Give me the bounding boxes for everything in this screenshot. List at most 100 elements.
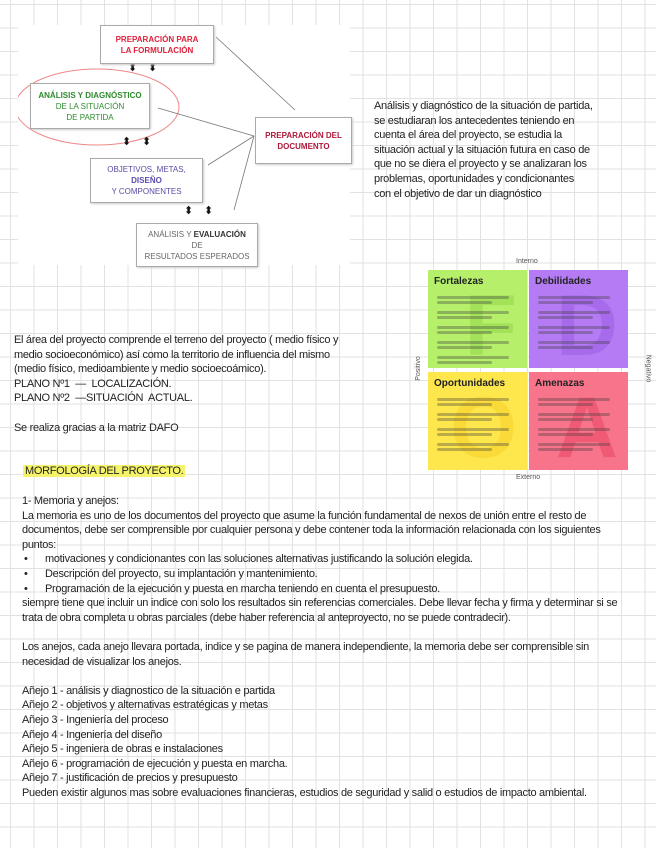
quadrant-bullet-line (437, 331, 492, 334)
svg-text:⬍: ⬍ (184, 205, 193, 217)
heading-text: MORFOLOGÍA DEL PROYECTO. (23, 465, 186, 477)
quadrant-bullet-line (437, 326, 509, 329)
anejos-intro: Los anejos, cada anejo llevara portada, … (22, 640, 589, 668)
quadrant-bullet-line (538, 341, 610, 344)
box-line: DE PARTIDA (66, 112, 114, 122)
quadrant-bullet-line (538, 448, 593, 451)
up-down-arrows: ⬍ ⬍ ⬍ ⬍ ⬍ ⬍ (122, 62, 213, 217)
box-text: ANÁLISIS Y (148, 229, 194, 239)
quadrant-bullet-line (437, 341, 509, 344)
quadrant-bullet-line (538, 433, 593, 436)
quadrant-bullet-line (437, 448, 492, 451)
box-analisis-diagnostico: ANÁLISIS Y DIAGNÓSTICO DE LA SITUACIÓN D… (30, 83, 150, 129)
anejo-item: Añejo 1 - análisis y diagnostico de la s… (22, 684, 275, 697)
memoria-closing: Pueden existir algunos mas sobre evaluac… (22, 786, 587, 799)
quadrant-bullet-line (538, 311, 610, 314)
svg-text:⬍: ⬍ (148, 62, 157, 74)
memoria-after: siempre tiene que incluir un indice con … (22, 597, 618, 624)
quadrant-bullet-line (538, 443, 610, 446)
quadrant-title: Amenazas (535, 378, 585, 389)
quadrant-bullet-line (538, 398, 610, 401)
left-paragraph: El área del proyecto comprende el terren… (14, 334, 339, 434)
dafo-matrix: Interno Externo Positivo Negativo Fortal… (415, 255, 656, 485)
quadrant-bullet-line (437, 346, 492, 349)
box-line: DOCUMENTO (277, 141, 330, 151)
svg-text:⬍: ⬍ (142, 136, 151, 148)
box-preparacion-documento: PREPARACIÓN DEL DOCUMENTO (255, 117, 352, 164)
box-line: PREPARACIÓN PARA (115, 34, 199, 44)
list-item: Descripción del proyecto, su implantació… (22, 567, 634, 582)
quadrant-bullet-line (437, 403, 492, 406)
quadrant-title: Debilidades (535, 276, 592, 287)
quadrant-letter: A (555, 380, 618, 470)
quadrant-bullet-line (538, 346, 593, 349)
anejo-item: Añejo 7 - justificación de precios y pre… (22, 772, 238, 785)
box-line: LA FORMULACIÓN (120, 45, 194, 55)
quadrant-bullet-line (538, 316, 593, 319)
quadrant-letter: F (464, 278, 517, 368)
quadrant-bullet-line (437, 301, 492, 304)
quadrant-bullet-line (538, 403, 593, 406)
box-text: EVALUACIÓN (193, 229, 246, 239)
axis-right: Negativo (644, 354, 652, 383)
memoria-section: 1- Memoria y anejos: La memoria es uno d… (22, 494, 634, 800)
box-line: DE LA SITUACIÓN (55, 101, 125, 111)
anejo-item: Añejo 5 - ingeniera de obras e instalaci… (22, 743, 223, 756)
diagram-connectors: ⬍ ⬍ ⬍ ⬍ ⬍ ⬍ (18, 36, 296, 217)
quadrant-bullet-line (437, 311, 509, 314)
memoria-bullets: motivaciones y condicionantes con las so… (22, 552, 634, 596)
quadrant-bullet-line (538, 428, 610, 431)
box-line: DISEÑO (131, 176, 162, 185)
quadrant-bullet-line (437, 316, 492, 319)
axis-top: Interno (516, 258, 538, 265)
quadrant-bullet-line (437, 433, 492, 436)
quadrant-bullet-line (538, 413, 610, 416)
svg-text:⬍: ⬍ (122, 136, 131, 148)
box-line: ANÁLISIS Y DIAGNÓSTICO (38, 90, 142, 100)
box-line: ANÁLISIS Y EVALUACIÓN (137, 229, 257, 240)
quadrant-bullet-line (437, 356, 509, 359)
box-line: Y COMPONENTES (111, 187, 182, 196)
quadrant-bullet-line (437, 443, 509, 446)
quadrant-bullet-line (538, 331, 593, 334)
quadrant-bullet-line (437, 413, 509, 416)
box-line: RESULTADOS ESPERADOS (144, 251, 250, 261)
box-preparacion-formulacion: PREPARACIÓN PARA LA FORMULACIÓN (100, 25, 214, 64)
quadrant-letter: D (555, 278, 618, 368)
morfologia-heading: MORFOLOGÍA DEL PROYECTO. (23, 464, 186, 479)
quadrant-bullet-line (437, 296, 509, 299)
box-line: OBJETIVOS, METAS, (107, 165, 186, 174)
quadrant-bullet-line (437, 418, 492, 421)
anejo-item: Añejo 3 - Ingeniería del proceso (22, 713, 169, 726)
quadrant-letter: O (450, 380, 517, 470)
list-item: motivaciones y condicionantes con las so… (22, 552, 634, 567)
anejo-item: Añejo 4 - Ingeniería del diseño (22, 728, 162, 741)
list-item: Programación de la ejecución y puesta en… (22, 582, 634, 597)
anejo-item: Añejo 2 - objetivos y alternativas estra… (22, 699, 268, 712)
quadrant-title: Oportunidades (434, 378, 506, 389)
quadrant-bullet-line (538, 326, 610, 329)
quadrant-bullet-line (437, 361, 492, 364)
svg-text:⬍: ⬍ (204, 205, 213, 217)
svg-text:⬍: ⬍ (128, 62, 137, 74)
box-line: DE (191, 240, 203, 250)
right-paragraph: Análisis y diagnóstico de la situación d… (374, 100, 593, 200)
axis-left: Positivo (414, 356, 422, 381)
box-line: PREPARACIÓN DEL (265, 130, 342, 140)
quadrant-bullet-line (538, 296, 610, 299)
quadrant-bullet-line (437, 398, 509, 401)
box-objetivos: OBJETIVOS, METAS, DISEÑO Y COMPONENTES (90, 158, 203, 203)
highlight-ellipse (18, 68, 180, 146)
quadrant-bullet-line (437, 428, 509, 431)
memoria-intro: La memoria es uno de los documentos del … (22, 509, 601, 551)
axis-bottom: Externo (516, 474, 541, 481)
quadrant-bullet-line (538, 418, 593, 421)
box-evaluacion: ANÁLISIS Y EVALUACIÓN DE RESULTADOS ESPE… (136, 223, 258, 267)
quadrant-title: Fortalezas (434, 276, 484, 287)
quadrant-bullet-line (538, 301, 593, 304)
flow-diagram: ⬍ ⬍ ⬍ ⬍ ⬍ ⬍ PREPARACIÓN PARA LA FORMULACIÓN… (18, 25, 352, 267)
